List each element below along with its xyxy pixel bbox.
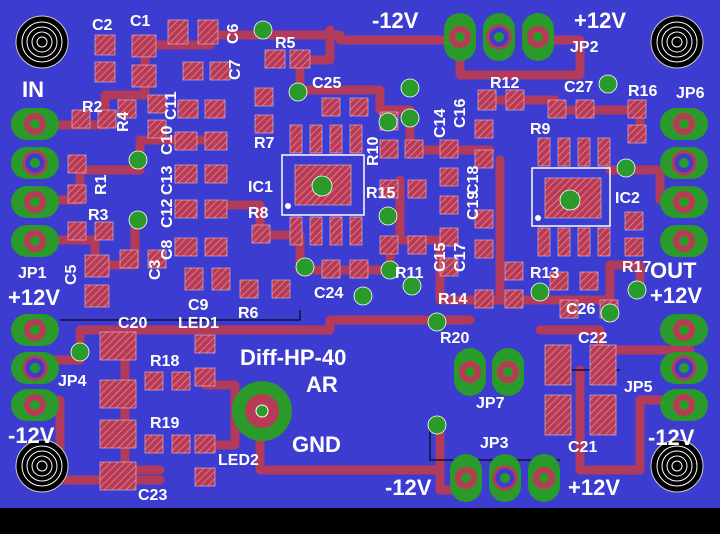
vias [70, 20, 647, 435]
neg12-bottom-label: -12V [385, 475, 432, 500]
ref-c2: C2 [92, 17, 113, 34]
gnd-pad [232, 381, 292, 441]
ref-led2: LED2 [218, 452, 259, 469]
header-jp2 [444, 13, 554, 61]
in-label: IN [22, 77, 44, 102]
ref-c20: C20 [118, 315, 147, 332]
pos12-top-label: +12V [574, 8, 626, 33]
mounting-hole-top-left [15, 15, 69, 69]
ref-jp4: JP4 [58, 373, 87, 390]
header-jp5 [660, 314, 708, 421]
ref-c18: C18 [465, 166, 482, 195]
pos12-right-label: +12V [650, 283, 702, 308]
ref-c10: C10 [159, 126, 176, 155]
header-jp6 [660, 108, 708, 257]
ref-c21: C21 [568, 439, 597, 456]
ref-c24: C24 [314, 285, 343, 302]
neg12-top-label: -12V [372, 8, 419, 33]
ref-c23: C23 [138, 487, 167, 504]
ref-r4: R4 [115, 111, 132, 132]
board-subtitle: AR [306, 372, 338, 397]
ref-r16: R16 [628, 83, 657, 100]
ref-r17: R17 [622, 259, 651, 276]
header-jp7 [454, 348, 524, 396]
ref-r13: R13 [530, 265, 559, 282]
ref-r2: R2 [82, 99, 103, 116]
ref-ic1: IC1 [248, 179, 273, 196]
board-title: Diff-HP-40 [240, 345, 346, 370]
ref-c11: C11 [163, 91, 180, 120]
neg12-right-label: -12V [648, 425, 695, 450]
ref-c9: C9 [188, 297, 209, 314]
board-edge [0, 508, 720, 534]
smd-pads [67, 19, 647, 491]
header-jp1 [11, 108, 59, 257]
ref-r14: R14 [438, 291, 467, 308]
ref-led1: LED1 [178, 315, 219, 332]
ref-c15: C15 [432, 243, 449, 272]
ref-jp6: JP6 [676, 85, 705, 102]
ref-c16: C16 [452, 99, 469, 128]
mounting-holes [15, 15, 704, 493]
ref-r8: R8 [248, 205, 269, 222]
ref-r3: R3 [88, 207, 109, 224]
ref-jp1: JP1 [18, 265, 47, 282]
mounting-hole-bottom-right [650, 439, 704, 493]
ref-jp3: JP3 [480, 435, 509, 452]
out-label: OUT [650, 258, 697, 283]
ref-jp2: JP2 [570, 39, 599, 56]
ref-r15: R15 [366, 185, 395, 202]
ref-c6: C6 [225, 23, 242, 44]
ref-c12: C12 [159, 199, 176, 228]
ref-c14: C14 [432, 109, 449, 138]
ref-r12: R12 [490, 75, 519, 92]
ref-c22: C22 [578, 330, 607, 347]
ref-c27: C27 [564, 79, 593, 96]
ref-c5: C5 [63, 264, 80, 285]
designators: C1 C2 C6 C7 R5 C25 C11 C10 C13 C12 C8 C3… [18, 13, 705, 504]
ref-r9: R9 [530, 121, 551, 138]
ref-c7: C7 [227, 59, 244, 80]
ref-ic2: IC2 [615, 190, 640, 207]
ref-r5: R5 [275, 35, 296, 52]
ref-r7: R7 [254, 135, 275, 152]
pos12-bottom-label: +12V [568, 475, 620, 500]
ref-c1: C1 [130, 13, 151, 30]
ref-c8: C8 [159, 239, 176, 260]
ref-r11: R11 [395, 265, 424, 282]
ref-r19: R19 [150, 415, 179, 432]
ref-c19: C19 [465, 191, 482, 220]
ref-r1: R1 [93, 174, 110, 195]
ref-r18: R18 [150, 353, 179, 370]
ref-r10: R10 [365, 137, 382, 166]
ref-c3: C3 [147, 259, 164, 280]
gnd-label: GND [292, 432, 341, 457]
ref-c17: C17 [452, 243, 469, 272]
ref-r20: R20 [440, 330, 469, 347]
ref-jp7: JP7 [476, 395, 505, 412]
header-jp3 [450, 454, 560, 502]
mounting-hole-bottom-left [15, 439, 69, 493]
neg12-left-label: -12V [8, 423, 55, 448]
header-jp4 [11, 314, 59, 421]
ref-c25: C25 [312, 75, 341, 92]
ref-c13: C13 [159, 166, 176, 195]
ref-jp5: JP5 [624, 379, 653, 396]
pos12-left-label: +12V [8, 285, 60, 310]
ref-r6: R6 [238, 305, 259, 322]
ic1-footprint [281, 124, 365, 246]
ref-c26: C26 [566, 301, 595, 318]
mounting-hole-top-right [650, 15, 704, 69]
